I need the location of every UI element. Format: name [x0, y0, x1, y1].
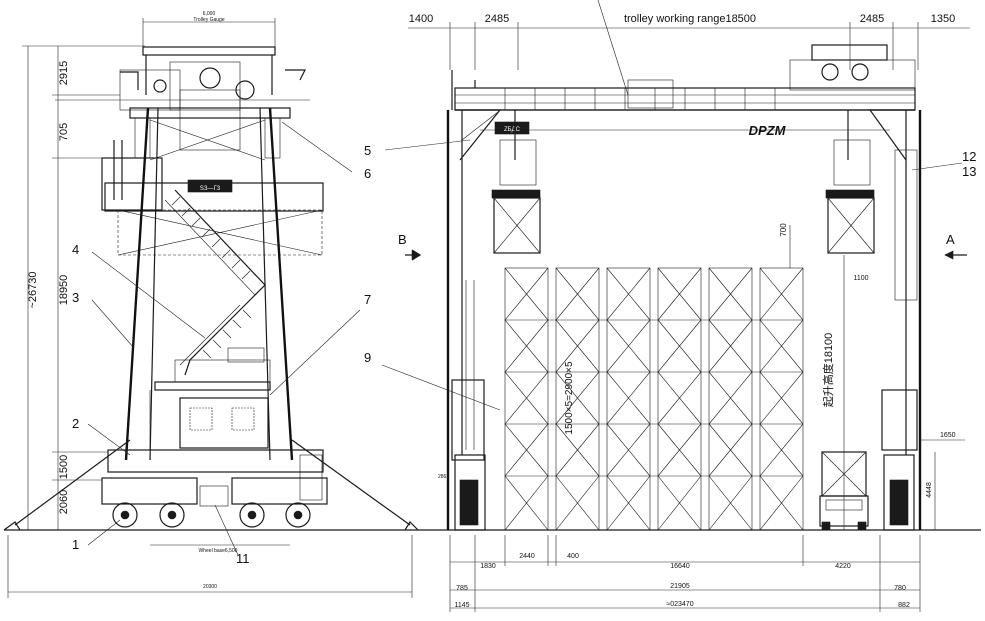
cabin-mark: SЗ—ГЗ	[200, 186, 221, 192]
dim-400: 400	[567, 553, 579, 560]
top-dim-6000: 6,000	[203, 11, 216, 17]
dim-left-small: 2863	[438, 474, 449, 480]
dim-780: 780	[894, 585, 906, 592]
callout-11: 11	[236, 551, 250, 566]
dim-1650: 1650	[940, 432, 956, 439]
stack-diagonals	[504, 267, 804, 531]
right-leg-outer	[268, 107, 294, 461]
trolley-deck	[142, 46, 276, 56]
dim-1400: 1400	[409, 13, 433, 25]
stack-height-dim: 1500×5=2900×5	[564, 361, 575, 435]
right-bogie	[231, 477, 328, 505]
callout-6: 6	[364, 166, 371, 181]
dim-1350: 1350	[931, 13, 955, 25]
dim-785: 785	[456, 585, 468, 592]
cabin-mark-box	[187, 179, 233, 193]
left-side-view: SЗ—ГЗ	[3, 11, 419, 598]
dim-1145: 1145	[454, 602, 469, 609]
callout-5: 5	[364, 143, 371, 158]
arrow-a-label: A	[946, 232, 955, 247]
dim-4448: 4448	[926, 482, 933, 498]
e-house	[179, 397, 269, 449]
girder-mark-box	[494, 121, 530, 135]
left-bogie	[101, 477, 198, 505]
dim-2485-right: 2485	[860, 13, 884, 25]
callout-4: 4	[72, 242, 79, 257]
dim-2440: 2440	[519, 553, 535, 560]
overall-height: ~26730	[27, 271, 39, 308]
callout-3: 3	[72, 290, 79, 305]
dim-21905: 21905	[670, 583, 690, 590]
stairway	[174, 189, 266, 376]
right-front-view: 1400 2485 trolley working range18500 248…	[364, 0, 976, 612]
trolley-gauge-label: Trolley Gauge	[193, 17, 224, 23]
callout-12: 12	[962, 149, 976, 164]
callout-2: 2	[72, 416, 79, 431]
height-705: 705	[58, 123, 70, 141]
right-bogie-front	[883, 454, 915, 531]
container-stacks	[504, 267, 804, 531]
wheel-base-label: Wheel base6,500	[199, 548, 238, 554]
height-2915: 2915	[58, 61, 70, 85]
height-2060: 2060	[58, 490, 70, 514]
arrow-b-icon	[411, 250, 421, 260]
bottom-width-20300: 20300	[203, 584, 217, 590]
dim-882: 882	[898, 602, 910, 609]
callout-7: 7	[364, 292, 371, 307]
dim-overall: ≈023470	[666, 601, 693, 608]
dim-16640: 16640	[670, 563, 690, 570]
callout-13: 13	[962, 164, 976, 179]
arrow-b-label: B	[398, 232, 407, 247]
hoisted-container-right	[827, 197, 875, 254]
hoisted-container-left	[493, 197, 541, 254]
dim-2485-left: 2485	[485, 13, 509, 25]
dim-700: 700	[779, 223, 788, 237]
main-girder-end	[129, 107, 291, 119]
arrow-a-icon	[944, 250, 954, 260]
brand-mark: DPZM	[749, 123, 787, 138]
callout-9: 9	[364, 350, 371, 365]
girder-mark: ZБДС	[504, 127, 521, 133]
trolley-working-range: trolley working range18500	[624, 13, 756, 25]
dim-1100: 1100	[853, 275, 868, 282]
sill-beam	[107, 449, 324, 473]
lift-height-dim: 起升高度18100	[821, 333, 835, 408]
left-leg-outer	[124, 107, 150, 461]
dim-1830: 1830	[480, 563, 496, 570]
height-1500: 1500	[58, 455, 70, 479]
callout-1: 1	[72, 537, 79, 552]
dim-4220: 4220	[835, 563, 851, 570]
left-bogie-front	[454, 454, 486, 531]
height-18950: 18950	[58, 275, 70, 306]
